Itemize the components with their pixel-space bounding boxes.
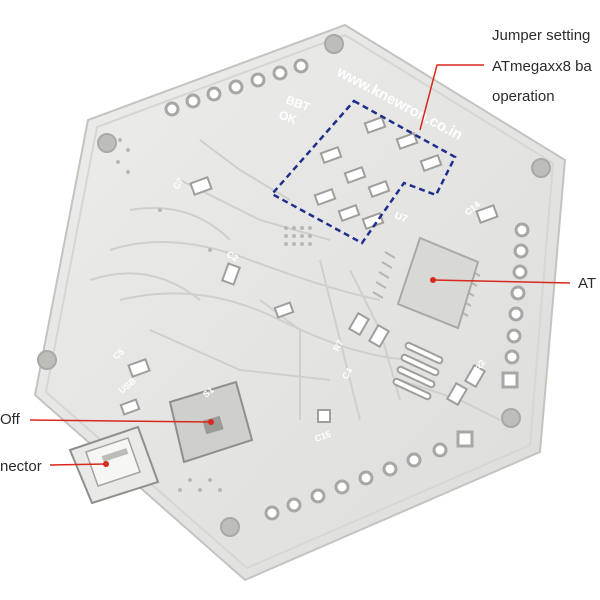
smd-components	[119, 176, 499, 423]
usb-callout-line	[49, 463, 107, 466]
pcb-board-inner-edge	[44, 33, 555, 570]
mounting-holes	[37, 34, 551, 537]
resistor-array	[392, 341, 444, 401]
usb-connector	[68, 425, 160, 505]
atmega-callout-line	[432, 279, 571, 284]
switch-callout-line	[29, 419, 212, 423]
jumper-pads	[313, 115, 443, 231]
header-pads-top	[164, 58, 309, 117]
silk-u7: U7	[393, 210, 409, 225]
jumper-label-line3: operation	[492, 88, 555, 105]
callout-lines	[29, 64, 571, 466]
via-grid	[116, 138, 312, 492]
atmega-chip	[372, 236, 481, 330]
jumper-callout-line	[419, 64, 484, 131]
jumper-label-line1: Jumper setting	[492, 27, 591, 44]
silk-c4: C4	[340, 366, 354, 381]
jumper-label-line2: ATmegaxx8 ba	[492, 58, 592, 75]
header-pads-right	[501, 222, 530, 389]
usb-connector-label: nector	[0, 458, 42, 475]
header-pads-bottom	[264, 430, 474, 521]
silk-ok: OK	[277, 108, 299, 127]
silk-r7: R7	[331, 338, 345, 353]
pcb-traces	[89, 139, 501, 421]
silk-c7: C7	[171, 176, 185, 191]
jumper-highlight-box	[270, 99, 457, 245]
atmega-label: AT	[578, 275, 597, 292]
silk-r2: R2	[473, 358, 487, 373]
silk-c2: C2	[225, 249, 240, 263]
callout-dots	[103, 419, 214, 467]
switch-label: Off	[0, 411, 20, 428]
